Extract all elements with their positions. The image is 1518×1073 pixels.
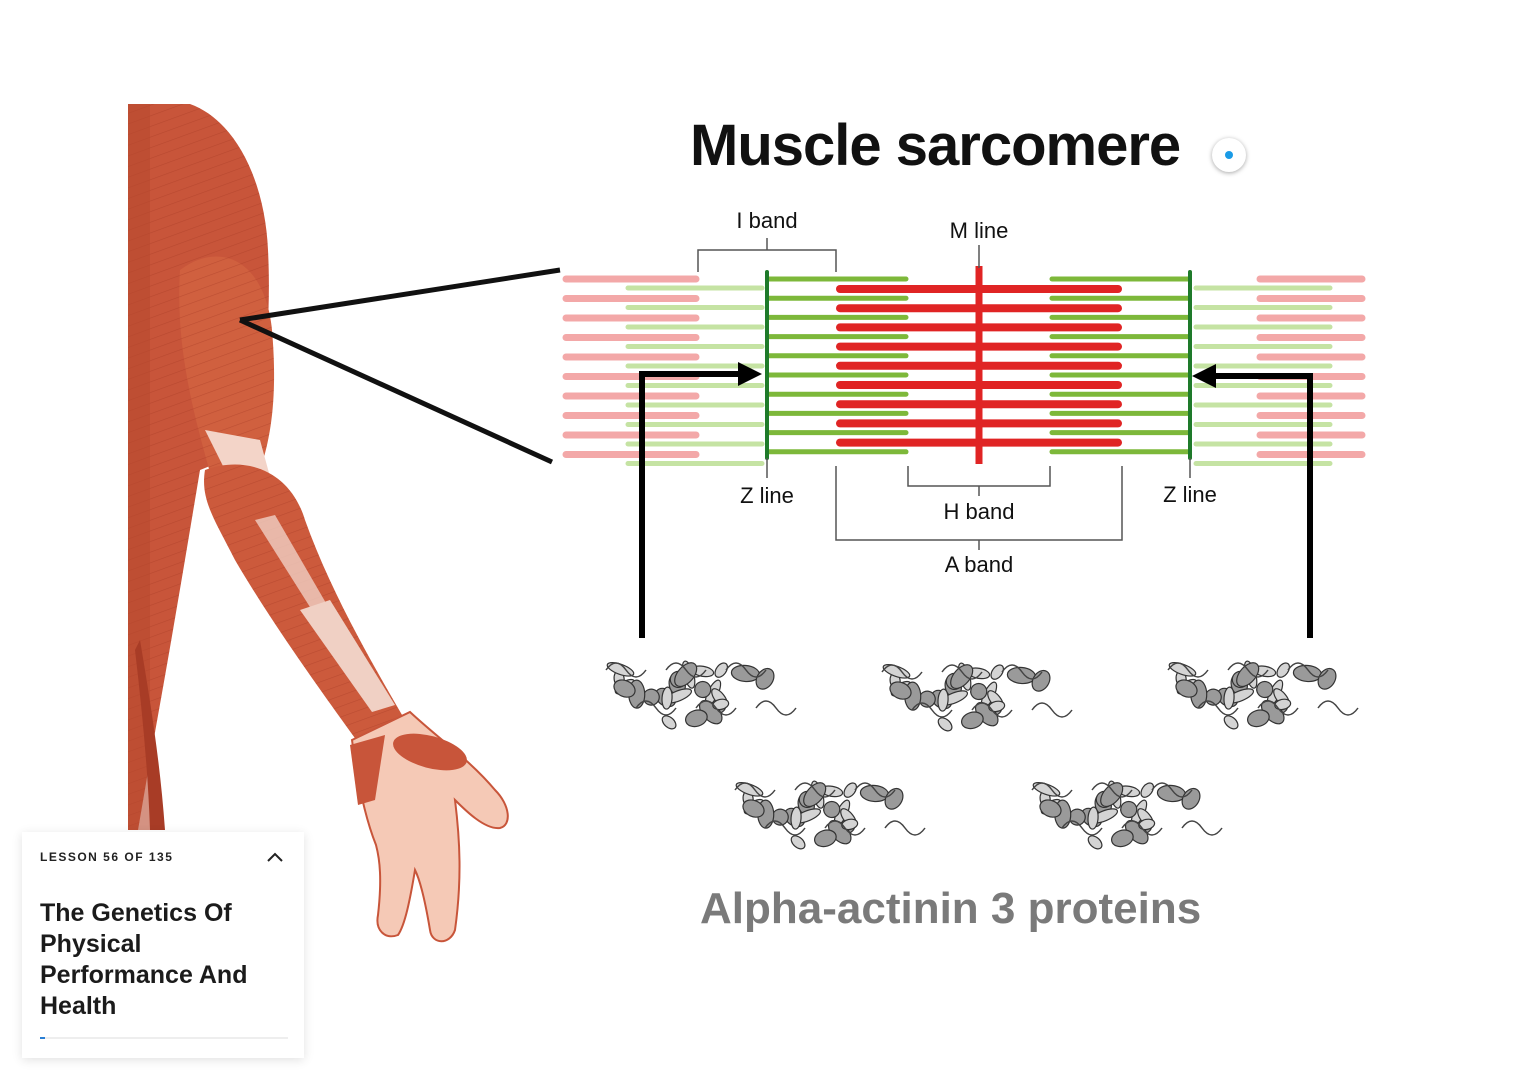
protein-structure-icon [1031, 780, 1223, 850]
diagram-title: Muscle sarcomere [690, 113, 1181, 178]
protein-group [605, 660, 1359, 850]
lesson-progress-bar [40, 1037, 288, 1039]
protein-structure-icon [881, 662, 1073, 732]
band-brackets [697, 238, 1191, 550]
lesson-counter: LESSON 56 OF 135 [40, 850, 174, 864]
z-line-right-label: Z line [1163, 482, 1217, 507]
lesson-progress-fill [40, 1037, 45, 1039]
lesson-title[interactable]: The Genetics Of Physical Performance And… [40, 899, 248, 1020]
h-band-label: H band [944, 499, 1015, 524]
protein-caption: Alpha-actinin 3 proteins [700, 884, 1202, 933]
i-band-label: I band [736, 208, 797, 233]
z-line-left-label: Z line [740, 483, 794, 508]
protein-structure-icon [1167, 660, 1359, 730]
filament-group [562, 266, 1366, 466]
lesson-card[interactable]: LESSON 56 OF 135 The Genetics Of Physica… [22, 832, 304, 1058]
collapse-button[interactable] [262, 846, 288, 868]
arrow-head-left [738, 362, 762, 386]
chevron-up-icon [267, 852, 283, 862]
cursor-dot-icon [1212, 138, 1246, 172]
protein-arrows [639, 371, 1313, 638]
m-line-label: M line [950, 218, 1009, 243]
arrow-head-right [1192, 364, 1216, 388]
protein-structure-icon [605, 660, 797, 730]
a-band-label: A band [945, 552, 1014, 577]
protein-structure-icon [734, 780, 926, 850]
